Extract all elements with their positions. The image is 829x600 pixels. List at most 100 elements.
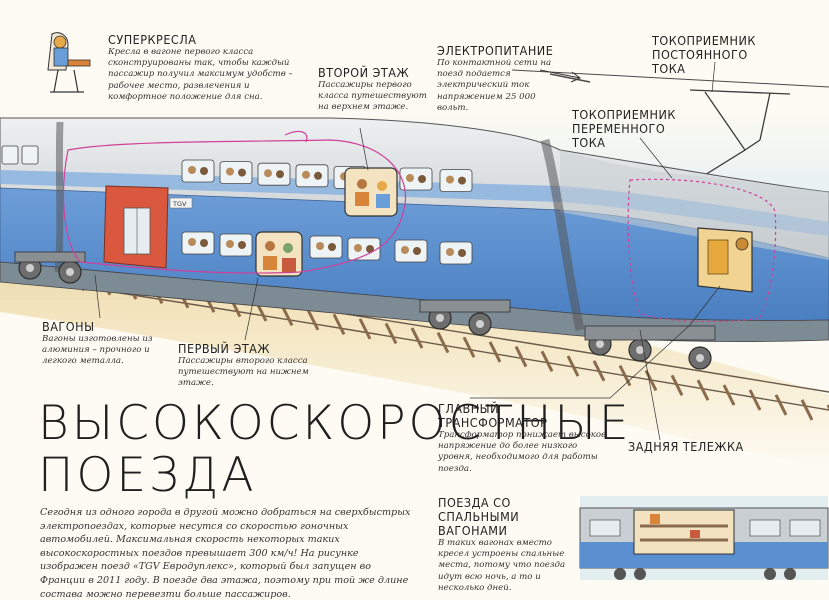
label-transformer: ГЛАВНЫЙ ТРАНСФОРМАТОР Трансформатор пони… — [438, 402, 608, 475]
sleeper-tie — [384, 322, 398, 345]
passenger-head — [314, 171, 322, 180]
wheel-hub — [636, 346, 644, 354]
superseat-icon — [47, 32, 91, 93]
page-title-line1: ВЫСОКОСКОРОСТНЫЕ — [38, 396, 632, 451]
label-superseats: СУПЕРКРЕСЛА Кресла в вагоне первого клас… — [108, 33, 298, 103]
label-superseats-head: СУПЕРКРЕСЛА — [108, 32, 197, 47]
window-lower — [219, 233, 253, 257]
sleeper-tie — [436, 331, 450, 354]
label-second-floor-text: Пассажиры первого класса путешествуют на… — [318, 80, 427, 113]
wheel-hub — [476, 320, 484, 328]
window-upper — [219, 161, 253, 185]
passenger-head — [226, 240, 234, 248]
passenger-head — [188, 238, 196, 246]
sleeper-tie — [618, 364, 632, 387]
ground — [0, 258, 829, 470]
passenger-head — [276, 170, 284, 179]
label-cars-head: ВАГОНЫ — [42, 319, 95, 334]
window-lower — [309, 235, 343, 259]
passenger-head — [354, 244, 362, 252]
passenger-head — [366, 245, 374, 253]
window-upper — [295, 164, 329, 188]
cutaway-transformer — [697, 227, 753, 293]
label-rear-bogie: ЗАДНЯЯ ТЕЛЕЖКА — [628, 440, 748, 454]
window-lower — [181, 231, 215, 255]
passenger-head — [188, 166, 196, 174]
sleeper-tie — [462, 336, 476, 358]
sleeper-tie — [722, 384, 736, 406]
sleeper-tie — [774, 394, 788, 416]
page-title-line2: ПОЕЗДА — [38, 448, 257, 503]
label-transformer-text: Трансформатор понижает высокое напряжени… — [438, 430, 607, 474]
cutaway-lower-deck — [255, 231, 303, 277]
label-power-text: По контактной сети на поезд подается эле… — [437, 58, 552, 113]
passenger-head — [458, 249, 466, 257]
label-first-floor: ПЕРВЫЙ ЭТАЖ Пассажиры второго класса пут… — [178, 342, 338, 390]
wheel-hub — [696, 354, 704, 362]
label-dc-pantograph: ТОКОПРИЕМНИК ПОСТОЯННОГО ТОКА — [652, 34, 772, 76]
passenger-head — [264, 169, 272, 178]
label-dc-pantograph-head: ТОКОПРИЕМНИК ПОСТОЯННОГО ТОКА — [652, 33, 756, 76]
bogies — [14, 251, 716, 370]
passenger-head — [200, 239, 208, 247]
wheel-hub — [26, 264, 34, 272]
sleeper-tie — [748, 389, 762, 411]
passenger-head — [226, 167, 234, 176]
passenger-head — [238, 168, 246, 177]
window-lower — [439, 241, 473, 265]
label-sleeper-text: В таких вагонах вместо кресел устроены с… — [438, 538, 566, 593]
label-second-floor: ВТОРОЙ ЭТАЖ Пассажиры первого класса пут… — [318, 66, 430, 114]
passenger-head — [302, 170, 310, 179]
label-first-floor-text: Пассажиры второго класса путешествуют на… — [178, 356, 309, 389]
window-side — [1, 145, 19, 165]
window-upper — [257, 162, 291, 186]
sleeper-tie — [540, 350, 554, 372]
passenger-head — [316, 242, 324, 250]
sleeper-tie — [488, 341, 502, 363]
label-sleeper-head: ПОЕЗДА СО СПАЛЬНЫМИ ВАГОНАМИ — [438, 495, 520, 538]
wheel-hub — [66, 268, 74, 276]
label-cars: ВАГОНЫ Вагоны изготовлены из алюминия – … — [42, 320, 167, 368]
upper-windows — [1, 145, 473, 193]
bogie-frame — [14, 251, 86, 263]
window-side — [21, 145, 39, 165]
sleeper-tie — [800, 399, 814, 421]
sleeper-tie — [358, 318, 372, 340]
label-power-head: ЭЛЕКТРОПИТАНИЕ — [437, 43, 554, 58]
catenary — [511, 69, 829, 88]
passenger-head — [238, 241, 246, 249]
window-upper — [439, 169, 473, 193]
passenger-head — [406, 174, 414, 182]
sleeper-tie — [332, 313, 346, 336]
label-ac-pantograph-head: ТОКОПРИЕМНИК ПЕРЕМЕННОГО ТОКА — [572, 107, 676, 150]
page-title: ВЫСОКОСКОРОСТНЫЕ ПОЕЗДА — [38, 396, 632, 503]
window-lower — [394, 239, 428, 263]
car-marking: TGV — [172, 200, 187, 208]
sleeper-tie — [306, 309, 320, 331]
passenger-head — [418, 175, 426, 183]
passenger-head — [413, 247, 421, 255]
label-power: ЭЛЕКТРОПИТАНИЕ По контактной сети на пое… — [437, 44, 557, 114]
label-sleeper: ПОЕЗДА СО СПАЛЬНЫМИ ВАГОНАМИ В таких ваг… — [438, 496, 580, 594]
leader-lines — [94, 61, 721, 441]
pantograph-dc — [689, 89, 791, 179]
sleeper-tie — [410, 327, 424, 349]
label-second-floor-head: ВТОРОЙ ЭТАЖ — [318, 65, 410, 80]
sleeper-tie — [670, 374, 684, 396]
label-cars-text: Вагоны изготовлены из алюминия – прочног… — [42, 334, 153, 367]
sleeper-tie — [514, 345, 528, 368]
label-ac-pantograph: ТОКОПРИЕМНИК ПЕРЕМЕННОГО ТОКА — [572, 108, 692, 150]
label-rear-bogie-head: ЗАДНЯЯ ТЕЛЕЖКА — [628, 439, 744, 454]
highlight-outlines — [62, 130, 777, 323]
intro-text: Сегодня из одного города в другой можно … — [40, 507, 411, 600]
passenger-head — [200, 167, 208, 175]
passenger-head — [328, 243, 336, 251]
wheel-hub — [436, 314, 444, 322]
cutaway-upper-deck — [344, 167, 398, 217]
window-lower — [347, 237, 381, 261]
car-plate — [169, 197, 193, 209]
sleeper-inset — [579, 496, 829, 580]
power-arrow — [539, 69, 581, 83]
